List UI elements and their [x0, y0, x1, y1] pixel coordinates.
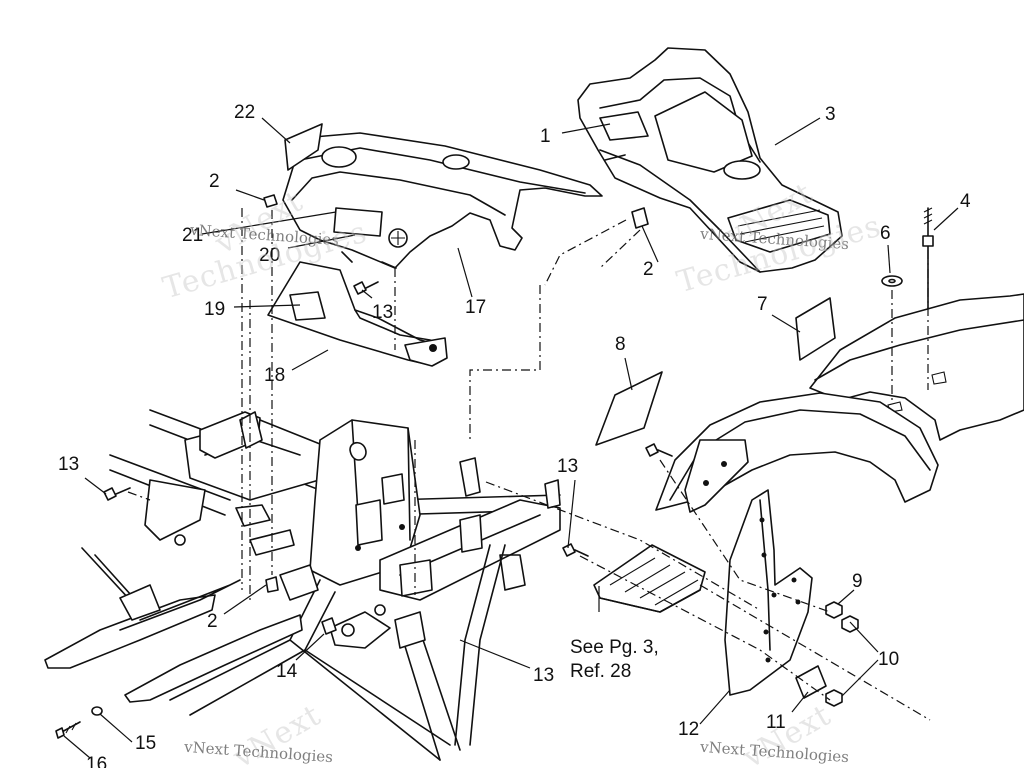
clip-part-2-a: [263, 194, 278, 208]
callout-13: 13: [557, 456, 579, 477]
chassis-frame: [44, 409, 561, 761]
plate-part-11: [795, 665, 827, 699]
callout-1: 1: [540, 126, 551, 147]
washer-part-6: [881, 275, 903, 287]
callout-12: 12: [678, 719, 700, 740]
decal-part-8: [595, 371, 663, 446]
callout-2: 2: [643, 259, 654, 280]
see-page-note-line1: See Pg. 3,: [570, 637, 659, 658]
clip-part-2-b: [631, 207, 649, 229]
callout-16: 16: [86, 754, 108, 768]
callout-10: 10: [878, 649, 900, 670]
callout-4: 4: [960, 191, 971, 212]
see-page-note: See Pg. 3, Ref. 28: [570, 636, 659, 684]
callout-18: 18: [264, 365, 286, 386]
callout-20: 20: [259, 245, 281, 266]
assembly-centerlines: [127, 208, 931, 721]
callout-21: 21: [182, 225, 204, 246]
bolt-part-13-c: [645, 443, 673, 457]
callout-9: 9: [852, 571, 863, 592]
callout-6: 6: [880, 223, 891, 244]
callout-19: 19: [204, 299, 226, 320]
callout-8: 8: [615, 334, 626, 355]
bolt-part-13-d: [562, 543, 589, 557]
cover-part-22: [284, 123, 323, 171]
callout-3: 3: [825, 104, 836, 125]
callout-17: 17: [465, 297, 487, 318]
mud-flap-part-12: [724, 489, 813, 696]
callout-2: 2: [209, 171, 220, 192]
nut-part-10: [825, 615, 859, 707]
callout-22: 22: [234, 102, 256, 123]
callout-13: 13: [372, 302, 394, 323]
rear-cab-part-3: [577, 47, 843, 273]
footrest-ref-28: [593, 544, 706, 613]
callout-15: 15: [135, 733, 157, 754]
decal-part-19: [289, 291, 326, 321]
lower-panel-part-18: [267, 261, 448, 367]
screw-part-16: [55, 721, 81, 739]
callout-7: 7: [757, 294, 768, 315]
clip-part-2-c: [265, 576, 279, 593]
bolt-part-13-b: [353, 281, 379, 295]
bolt-part-13-a: [103, 487, 131, 501]
leader-lines: [63, 117, 959, 759]
callout-14: 14: [276, 661, 298, 682]
callout-13: 13: [533, 665, 555, 686]
decal-part-7: [795, 297, 836, 361]
callout-2: 2: [207, 611, 218, 632]
see-page-note-line2: Ref. 28: [570, 661, 632, 682]
callout-11: 11: [766, 712, 786, 733]
bolt-part-14: [321, 617, 337, 635]
callout-13: 13: [58, 454, 80, 475]
nut-part-9: [825, 601, 843, 619]
washer-part-15: [91, 706, 103, 716]
front-cab-part-17: [282, 132, 603, 269]
rear-fender: [809, 293, 1024, 441]
front-fender: [655, 392, 939, 513]
